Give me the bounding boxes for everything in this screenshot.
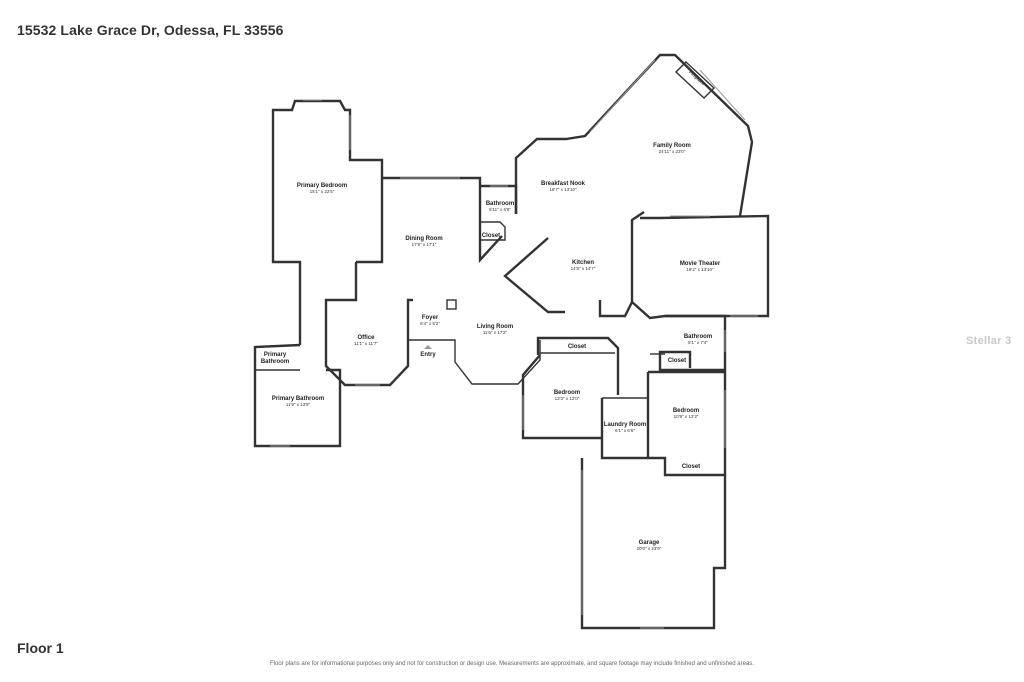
bedroom1-walls: [521, 336, 620, 440]
garage-walls: [580, 458, 727, 630]
bathroom-2-name: Bathroom: [684, 334, 712, 340]
bedroom-2-name: Bedroom: [673, 408, 699, 414]
garage-dims: 20'0" x 23'9": [637, 546, 662, 551]
primary-bedroom-walls: [271, 99, 384, 345]
foyer-dims: 6'4" x 5'2": [420, 321, 440, 326]
living-room-name: Living Room: [477, 324, 513, 330]
room-label-kitchen: Kitchen 14'8" x 14'7": [571, 260, 596, 271]
dining-living-walls: [324, 176, 541, 387]
family-room-walls: [514, 53, 754, 217]
garage-name: Garage: [639, 540, 660, 546]
entry-label: Entry: [420, 352, 436, 358]
room-label-primary-bathroom-small: Primary Bathroom: [261, 352, 289, 365]
dining-room-dims: 17'9" x 17'1": [412, 242, 437, 247]
disclaimer: Floor plans are for informational purpos…: [270, 661, 754, 667]
living-room-dims: 11'6" x 17'2": [483, 330, 508, 335]
laundry-room-name: Laundry Room: [604, 422, 646, 428]
kitchen-walls: [503, 211, 645, 318]
bathroom-2-dims: 8'1" x 7'4": [688, 340, 708, 345]
bathroom-1-dims: 5'11" x 6'8": [489, 207, 511, 212]
bathroom1-walls: [480, 184, 518, 241]
bedroom-1-name: Bedroom: [554, 390, 580, 396]
room-label-breakfast-nook: Breakfast Nook 16'7" x 13'10": [541, 181, 586, 192]
property-address: 15532 Lake Grace Dr, Odessa, FL 33556: [17, 22, 284, 38]
room-label-dining-room: Dining Room 17'9" x 17'1": [405, 236, 442, 247]
laundry-walls: [600, 397, 648, 460]
bedroom2-walls: [646, 370, 727, 477]
closet-2-label: Closet: [568, 344, 586, 350]
office-dims: 11'1" x 11'7": [354, 341, 378, 346]
room-label-laundry-room: Laundry Room 6'1" x 6'6": [604, 422, 646, 433]
movie-theater-walls: [631, 214, 770, 320]
room-label-garage: Garage 20'0" x 23'9": [637, 540, 662, 551]
floor-label: Floor 1: [17, 640, 64, 656]
room-label-bathroom-2: Bathroom 8'1" x 7'4": [684, 334, 712, 345]
family-room-dims: 24'11" x 23'0": [659, 149, 686, 154]
room-label-foyer: Foyer 6'4" x 5'2": [420, 315, 440, 326]
primary-bedroom-name: Primary Bedroom: [297, 183, 347, 189]
room-label-primary-bathroom: Primary Bathroom 11'9" x 13'9": [272, 396, 324, 407]
room-label-bedroom-2: Bedroom 10'9" x 12'3": [673, 408, 699, 419]
kitchen-name: Kitchen: [572, 260, 594, 266]
breakfast-nook-dims: 16'7" x 13'10": [549, 187, 577, 192]
bathroom2-walls: [650, 314, 727, 372]
bedroom-1-dims: 13'3" x 12'0": [555, 396, 580, 401]
room-label-family-room: Family Room 24'11" x 23'0": [653, 143, 691, 154]
bathroom-1-name: Bathroom: [486, 201, 514, 207]
family-room-name: Family Room: [653, 143, 691, 149]
room-label-living-room: Living Room 11'6" x 17'2": [477, 324, 513, 335]
breakfast-nook-name: Breakfast Nook: [541, 181, 586, 187]
closet-1-label: Closet: [482, 233, 500, 239]
room-label-office: Office 11'1" x 11'7": [354, 335, 378, 346]
room-label-bedroom-1: Bedroom 13'3" x 12'0": [554, 390, 580, 401]
primary-bathroom-walls: [253, 343, 342, 448]
primary-bathroom-small-line1: Primary: [264, 352, 287, 358]
bedroom-2-dims: 10'9" x 12'3": [674, 414, 699, 419]
movie-theater-name: Movie Theater: [680, 261, 721, 267]
closet-3-label: Closet: [668, 358, 686, 364]
dining-room-name: Dining Room: [405, 236, 442, 242]
room-label-movie-theater: Movie Theater 19'2" x 13'10": [680, 261, 721, 272]
laundry-room-dims: 6'1" x 6'6": [615, 428, 635, 433]
kitchen-dims: 14'8" x 14'7": [571, 266, 596, 271]
room-label-bathroom-1: Bathroom 5'11" x 6'8": [486, 201, 514, 212]
primary-bedroom-dims: 15'1" x 22'5": [310, 189, 335, 194]
watermark: Stellar 3: [966, 335, 1012, 347]
primary-bathroom-small-line2: Bathroom: [261, 359, 289, 365]
room-label-primary-bedroom: Primary Bedroom 15'1" x 22'5": [297, 183, 347, 194]
office-name: Office: [357, 335, 375, 341]
foyer-name: Foyer: [422, 315, 439, 321]
movie-theater-dims: 19'2" x 13'10": [686, 267, 714, 272]
primary-bathroom-dims: 11'9" x 13'9": [286, 402, 311, 407]
primary-bathroom-name: Primary Bathroom: [272, 396, 324, 402]
closet-4-label: Closet: [682, 464, 700, 470]
